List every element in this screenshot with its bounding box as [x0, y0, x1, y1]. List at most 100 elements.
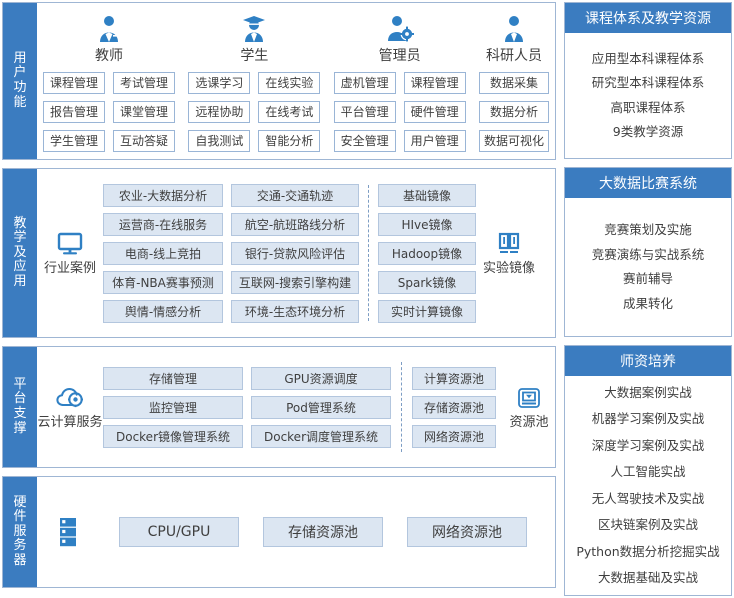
vertical-dashed-divider: [368, 185, 369, 321]
image-button[interactable]: 实时计算镜像: [378, 299, 476, 323]
hardware-button[interactable]: 存储资源池: [263, 517, 383, 547]
cloud-service-title: 云计算服务: [37, 415, 103, 431]
vertical-dashed-divider: [401, 362, 402, 452]
panel-list-item[interactable]: 竞赛演练与实战系统: [591, 246, 705, 262]
function-button[interactable]: 在线考试: [258, 100, 321, 123]
function-button[interactable]: 自我测试: [188, 129, 251, 152]
industry-case-group: 行业案例 农业-大数据分析 运营商-在线服务 电商-线上竞拍 体育-NBA赛事预…: [37, 180, 542, 327]
case-button[interactable]: 运营商-在线服务: [103, 212, 223, 236]
hardware-button[interactable]: 网络资源池: [407, 517, 527, 547]
platform-button[interactable]: 存储管理: [103, 366, 243, 390]
panel-list-item[interactable]: 竞赛策划及实施: [604, 222, 692, 238]
image-button[interactable]: Hadoop镜像: [378, 241, 476, 265]
persona-student: 学生 选课学习 远程协助 自我测试 在线实验 在线考试 智能分析: [188, 13, 321, 152]
case-button[interactable]: 体育-NBA赛事预测: [103, 270, 223, 294]
case-button[interactable]: 交通-交通轨迹: [231, 183, 359, 207]
function-button[interactable]: 报告管理: [43, 100, 105, 123]
section-body-hardware-servers: CPU/GPU 存储资源池 网络资源池: [37, 477, 555, 587]
function-button[interactable]: 学生管理: [43, 129, 105, 152]
panel-title: 大数据比赛系统: [565, 168, 731, 199]
industry-case-columns: 农业-大数据分析 运营商-在线服务 电商-线上竞拍 体育-NBA赛事预测 舆情-…: [103, 183, 359, 323]
section-hardware-servers: 硬件服务器 CPU/GPU 存储资源池: [2, 476, 556, 588]
persona-admin: 管理员 虚机管理 平台管理 安全管理 课程管理 硬件管理 用户管理: [333, 13, 466, 152]
function-button[interactable]: 安全管理: [333, 129, 396, 152]
panel-list-item[interactable]: 成果转化: [622, 295, 673, 311]
function-button[interactable]: 数据分析: [478, 100, 549, 123]
case-button[interactable]: 银行-贷款风险评估: [231, 241, 359, 265]
panel-list-item[interactable]: 应用型本科课程体系: [591, 50, 705, 66]
function-button[interactable]: 用户管理: [403, 129, 466, 152]
case-button[interactable]: 舆情-情感分析: [103, 299, 223, 323]
hardware-button[interactable]: CPU/GPU: [119, 517, 239, 547]
image-button[interactable]: Spark镜像: [378, 270, 476, 294]
section-platform-support: 平台支撑: [2, 346, 556, 468]
case-button[interactable]: 电商-线上竞拍: [103, 241, 223, 265]
persona-name: 管理员: [378, 47, 421, 64]
platform-button[interactable]: Docker调度管理系统: [251, 424, 391, 448]
function-button[interactable]: 选课学习: [188, 71, 251, 94]
experiment-image-title: 实验镜像: [482, 261, 535, 277]
panel-list-item[interactable]: 机器学习案例及实战: [591, 411, 705, 427]
case-button[interactable]: 互联网-搜索引擎构建: [231, 270, 359, 294]
panel-list-item[interactable]: Python数据分析挖掘实战: [576, 543, 720, 559]
panel-list-item[interactable]: 9类教学资源: [612, 124, 684, 140]
function-button[interactable]: 互动答疑: [113, 129, 175, 152]
function-button[interactable]: 平台管理: [333, 100, 396, 123]
persona-name: 学生: [240, 47, 269, 64]
case-button[interactable]: 航空-航班路线分析: [231, 212, 359, 236]
section-body-user-functions: 教师 课程管理 报告管理 学生管理 考试管理 课堂管理 互动答疑: [37, 3, 555, 159]
researcher-icon: [501, 13, 527, 43]
panel-list-item[interactable]: 高职课程体系: [610, 99, 686, 115]
section-label-text: 平台支撑: [13, 376, 27, 436]
panel-list-item[interactable]: 大数据案例实战: [604, 384, 692, 400]
image-disk-icon: [495, 229, 523, 259]
button-column: 课程管理 报告管理 学生管理: [43, 71, 105, 152]
function-button[interactable]: 课程管理: [403, 71, 466, 94]
platform-button[interactable]: Pod管理系统: [251, 395, 391, 419]
platform-column-b: GPU资源调度 Pod管理系统 Docker调度管理系统: [251, 366, 391, 448]
panel-list-item[interactable]: 人工智能实战: [610, 464, 686, 480]
button-column: 选课学习 远程协助 自我测试: [188, 71, 251, 152]
panel-list-item[interactable]: 无人驾驶技术及实战: [591, 490, 705, 506]
panel-teacher-training: 师资培养 大数据案例实战 机器学习案例及实战 深度学习案例及实战 人工智能实战 …: [564, 344, 732, 596]
platform-group: 云计算服务 存储管理 监控管理 Docker镜像管理系统 GPU资源调度 Pod…: [37, 358, 555, 456]
case-button[interactable]: 环境-生态环境分析: [231, 299, 359, 323]
section-label-platform-support: 平台支撑: [3, 347, 37, 467]
function-button[interactable]: 数据采集: [478, 71, 549, 94]
image-button[interactable]: HIve镜像: [378, 212, 476, 236]
resource-pool-button[interactable]: 计算资源池: [412, 366, 496, 390]
persona-name: 教师: [95, 47, 123, 64]
panel-list-item[interactable]: 赛前辅导: [622, 271, 673, 287]
function-button[interactable]: 考试管理: [113, 71, 175, 94]
function-button[interactable]: 在线实验: [258, 71, 321, 94]
function-button[interactable]: 课程管理: [43, 71, 105, 94]
function-button[interactable]: 硬件管理: [403, 100, 466, 123]
panel-body: 竞赛策划及实施 竞赛演练与实战系统 赛前辅导 成果转化: [565, 198, 731, 335]
persona-button-grid: 虚机管理 平台管理 安全管理 课程管理 硬件管理 用户管理: [333, 71, 466, 152]
function-button[interactable]: 数据可视化: [478, 129, 549, 152]
panel-list-item[interactable]: 研究型本科课程体系: [591, 75, 705, 91]
section-label-text: 硬件服务器: [13, 494, 27, 568]
resource-pool-button[interactable]: 网络资源池: [412, 424, 496, 448]
panel-body: 大数据案例实战 机器学习案例及实战 深度学习案例及实战 人工智能实战 无人驾驶技…: [565, 376, 731, 595]
function-button[interactable]: 课堂管理: [113, 100, 175, 123]
panel-list-item[interactable]: 大数据基础及实战: [597, 570, 698, 586]
panel-list-item[interactable]: 区块链案例及实战: [597, 517, 698, 533]
image-button[interactable]: 基础镜像: [378, 183, 476, 207]
left-column: 用户功能 教师: [2, 2, 556, 588]
panel-list-item[interactable]: 深度学习案例及实战: [591, 437, 705, 453]
platform-button[interactable]: Docker镜像管理系统: [103, 424, 243, 448]
platform-button[interactable]: 监控管理: [103, 395, 243, 419]
teacher-icon: [96, 13, 122, 43]
admin-icon: [386, 13, 414, 43]
section-label-hardware-servers: 硬件服务器: [3, 477, 37, 587]
section-label-text: 用户功能: [13, 50, 27, 110]
persona-teacher: 教师 课程管理 报告管理 学生管理 考试管理 课堂管理 互动答疑: [43, 13, 175, 152]
platform-button[interactable]: GPU资源调度: [251, 366, 391, 390]
function-button[interactable]: 虚机管理: [333, 71, 396, 94]
function-button[interactable]: 智能分析: [258, 129, 321, 152]
function-button[interactable]: 远程协助: [188, 100, 251, 123]
resource-pool-button[interactable]: 存储资源池: [412, 395, 496, 419]
case-button[interactable]: 农业-大数据分析: [103, 183, 223, 207]
